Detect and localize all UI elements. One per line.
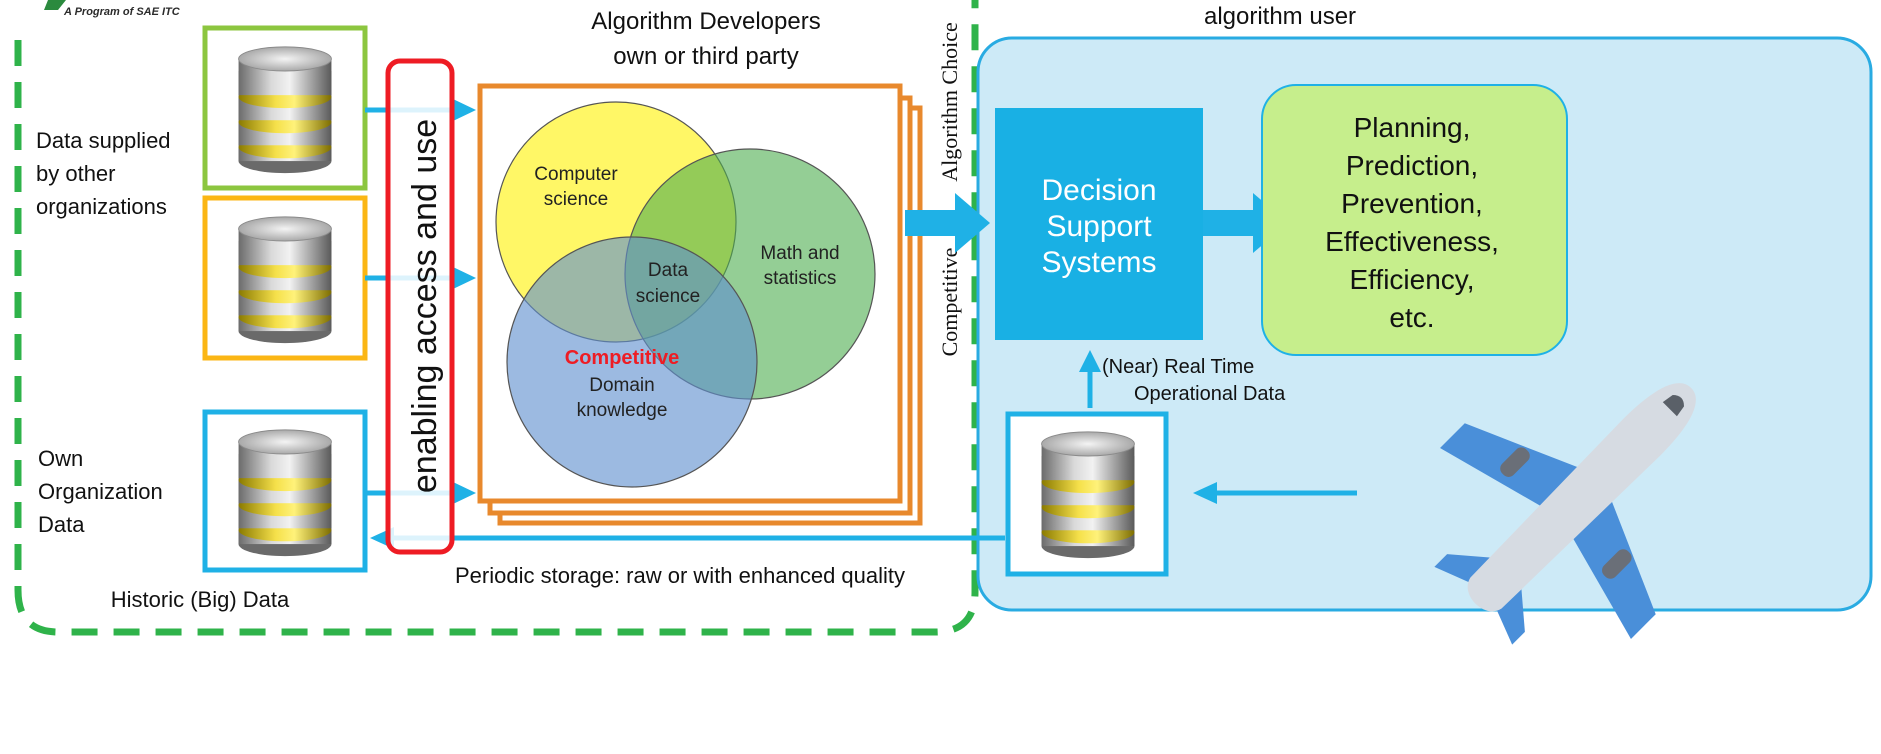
supplied-label-line: organizations bbox=[36, 194, 167, 219]
supplied-label-line: Data supplied bbox=[36, 128, 171, 153]
arrow-body bbox=[1203, 210, 1255, 236]
database-icon bbox=[238, 216, 332, 344]
logo-tagline: A Program of SAE ITC bbox=[63, 6, 181, 18]
outcome-item: Prevention, bbox=[1341, 188, 1483, 219]
historic-data-label: Historic (Big) Data bbox=[111, 587, 290, 612]
realtime-label-line: Operational Data bbox=[1134, 383, 1286, 405]
arrow-head bbox=[453, 99, 476, 121]
airplane-icon bbox=[1434, 383, 1696, 645]
supplied-data-label: Data supplied by other organizations bbox=[36, 128, 171, 219]
venn-label-domain: Domain bbox=[589, 375, 654, 396]
arrow-head bbox=[453, 267, 476, 289]
venn-label-data: Data bbox=[648, 260, 689, 281]
arrow-head bbox=[1079, 350, 1101, 372]
database-icon bbox=[238, 46, 332, 174]
developers-to-dss-arrow bbox=[905, 193, 990, 253]
algorithm-choice-label: Algorithm Choice bbox=[937, 22, 962, 181]
enabling-access-bar bbox=[385, 58, 455, 555]
storage-note: Periodic storage: raw or with enhanced q… bbox=[455, 563, 905, 588]
outcome-item: Effectiveness, bbox=[1325, 226, 1499, 257]
arrow-head bbox=[453, 482, 476, 504]
outcome-item: Planning, bbox=[1354, 112, 1471, 143]
own-label-line: Organization bbox=[38, 479, 163, 504]
own-label-line: Own bbox=[38, 446, 83, 471]
logo: A Program of SAE ITC bbox=[44, 0, 181, 18]
venn-label-computer: Computer bbox=[534, 164, 618, 185]
user-panel-title: algorithm user bbox=[1204, 3, 1356, 30]
venn-label-science: science bbox=[544, 189, 608, 210]
dss-label-line: Support bbox=[1046, 210, 1152, 243]
developers-title-line1: Algorithm Developers bbox=[591, 8, 820, 35]
database-icon bbox=[238, 429, 332, 557]
own-label-line: Data bbox=[38, 512, 85, 537]
venn-label-data-science: science bbox=[636, 286, 700, 307]
outcome-item: etc. bbox=[1389, 302, 1434, 333]
outcome-item: Prediction, bbox=[1346, 150, 1478, 181]
database-icon bbox=[1041, 431, 1135, 559]
organization-boundary bbox=[14, 0, 979, 636]
dss-label-line: Systems bbox=[1041, 246, 1156, 279]
venn-domain-knowledge bbox=[506, 236, 758, 488]
venn-label-statistics: statistics bbox=[764, 268, 837, 289]
own-data-label: Own Organization Data bbox=[38, 446, 163, 537]
dss-label-line: Decision bbox=[1041, 174, 1156, 207]
enabling-access-label: enabling access and use bbox=[406, 119, 444, 493]
venn-label-math: Math and bbox=[760, 243, 839, 264]
competitive-boundary-label: Competitive bbox=[937, 248, 962, 357]
periodic-storage-arrow bbox=[370, 527, 1005, 549]
arrow-right-icon bbox=[955, 193, 990, 253]
outcomes-box bbox=[1261, 84, 1568, 356]
developers-title-line2: own or third party bbox=[613, 43, 798, 70]
decision-support-systems bbox=[995, 108, 1203, 340]
data-science-venn: Computer science Math and statistics Dat… bbox=[495, 101, 876, 488]
venn-label-competitive: Competitive bbox=[565, 347, 679, 369]
venn-label-knowledge: knowledge bbox=[577, 400, 668, 421]
outcomes-list: Planning, Prediction, Prevention, Effect… bbox=[1325, 112, 1499, 333]
supplied-label-line: by other bbox=[36, 161, 116, 186]
arrow-head bbox=[1193, 482, 1217, 504]
arrow-body bbox=[905, 210, 957, 236]
outcome-item: Efficiency, bbox=[1349, 264, 1474, 295]
logo-mark-icon bbox=[44, 0, 66, 10]
realtime-label-line: (Near) Real Time bbox=[1102, 356, 1254, 378]
